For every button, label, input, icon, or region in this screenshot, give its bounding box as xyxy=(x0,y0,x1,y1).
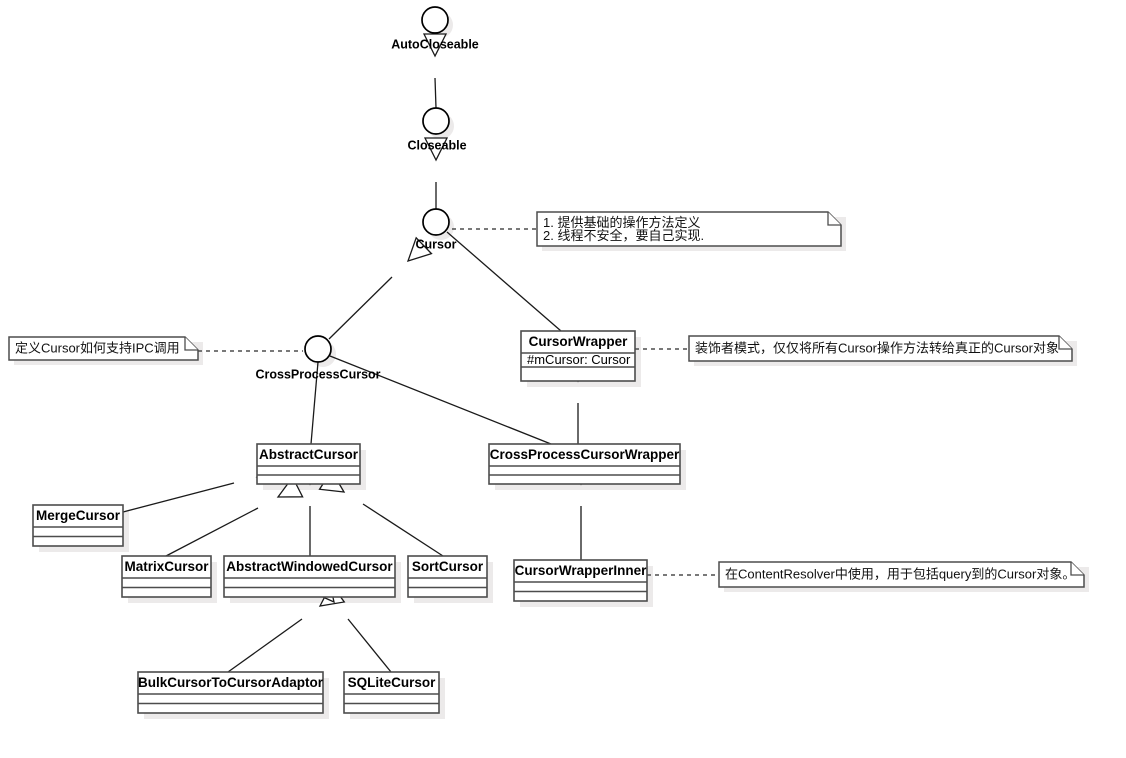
relation-matrixcursor-to-abstractcursor xyxy=(165,475,304,557)
inheritance-arrowhead xyxy=(423,137,449,162)
note-frame xyxy=(718,561,1085,588)
inheritance-arrowhead xyxy=(422,33,448,58)
class-box-cursor-wrapper[interactable]: CursorWrapper #mCursor: Cursor xyxy=(520,330,636,382)
class-name-label: BulkCursorToCursorAdaptor xyxy=(138,675,324,690)
note-fold-corner-icon xyxy=(1058,336,1072,350)
class-box-frame xyxy=(407,555,488,598)
class-box-abstract-cursor[interactable]: AbstractCursor xyxy=(256,443,361,485)
relation-crossprocesscursor-to-cursor xyxy=(328,236,433,340)
class-box-sqlite-cursor[interactable]: SQLiteCursor xyxy=(343,671,440,714)
class-box-frame xyxy=(343,671,440,714)
class-box-frame xyxy=(32,504,124,547)
note-frame xyxy=(8,336,199,361)
class-box-frame xyxy=(513,559,648,602)
class-name-label: SortCursor xyxy=(412,559,484,574)
class-name-label: AbstractCursor xyxy=(259,447,359,462)
class-name-label: CrossProcessCursorWrapper xyxy=(490,447,680,462)
interface-auto-closeable[interactable]: AutoCloseable xyxy=(391,6,479,51)
inheritance-arrowhead xyxy=(406,236,433,263)
note-note-cursor-wrapper-inner[interactable]: 在ContentResolver中使用，用于包括query到的Cursor对象。 xyxy=(718,561,1085,588)
relation-cursor-to-closeable xyxy=(423,137,449,209)
class-box-frame xyxy=(520,330,636,382)
note-note-cursor-wrapper[interactable]: 装饰者模式，仅仅将所有Cursor操作方法转给真正的Cursor对象 xyxy=(688,335,1073,362)
interface-circle-icon xyxy=(304,335,332,363)
class-name-label: MergeCursor xyxy=(36,508,121,523)
class-layer: CursorWrapper #mCursor: CursorAbstractCur… xyxy=(32,330,681,714)
interface-circle-icon xyxy=(421,6,449,34)
note-frame xyxy=(688,335,1073,362)
interface-circle-icon xyxy=(422,107,450,135)
interface-label: Cursor xyxy=(416,237,457,251)
note-text-line: 定义Cursor如何支持IPC调用 xyxy=(15,340,180,355)
class-box-frame xyxy=(223,555,396,598)
class-box-matrix-cursor[interactable]: MatrixCursor xyxy=(121,555,212,598)
class-box-frame xyxy=(121,555,212,598)
class-box-merge-cursor[interactable]: MergeCursor xyxy=(32,504,124,547)
class-box-cross-process-cursor-wrapper[interactable]: CrossProcessCursorWrapper xyxy=(488,443,681,485)
relation-crossprocesscursorwrapper-to-crossprocesscursor xyxy=(329,355,552,445)
class-box-bulk-cursor-to-cursor-adaptor[interactable]: BulkCursorToCursorAdaptor xyxy=(137,671,324,714)
interface-circle-icon xyxy=(422,208,450,236)
class-name-label: AbstractWindowedCursor xyxy=(226,559,393,574)
note-text-line: 1. 提供基础的操作方法定义 xyxy=(543,215,700,230)
interface-cursor[interactable]: Cursor xyxy=(416,208,457,251)
class-name-label: CursorWrapper xyxy=(529,334,629,349)
class-name-label: SQLiteCursor xyxy=(348,675,437,690)
interface-closeable[interactable]: Closeable xyxy=(407,107,467,152)
relation-abstractcursor-to-crossprocesscursor xyxy=(310,361,319,445)
note-link-layer xyxy=(198,228,719,576)
class-box-frame xyxy=(137,671,324,714)
interface-label: AutoCloseable xyxy=(391,37,479,51)
relation-closeable-to-autocloseable xyxy=(422,33,448,109)
interface-layer: AutoCloseableCloseableCursorCrossProcess… xyxy=(255,6,479,381)
class-box-frame xyxy=(256,443,361,485)
interface-cross-process-cursor[interactable]: CrossProcessCursor xyxy=(255,335,381,381)
relation-cursorwrapper-to-cursor xyxy=(446,231,562,332)
note-fold-corner-icon xyxy=(1070,562,1084,576)
inheritance-arrowhead xyxy=(276,475,304,498)
class-name-label: MatrixCursor xyxy=(124,559,209,574)
class-name-label: CursorWrapperInner xyxy=(515,563,648,578)
class-attribute: #mCursor: Cursor xyxy=(527,352,631,367)
class-box-cursor-wrapper-inner[interactable]: CursorWrapperInner xyxy=(513,559,648,602)
note-fold-corner-icon xyxy=(184,337,198,351)
note-frame xyxy=(536,211,842,247)
note-text-line: 在ContentResolver中使用，用于包括query到的Cursor对象。 xyxy=(725,566,1075,581)
class-box-frame xyxy=(488,443,681,485)
interface-label: CrossProcessCursor xyxy=(255,367,380,381)
note-text-line: 装饰者模式，仅仅将所有Cursor操作方法转给真正的Cursor对象 xyxy=(695,340,1059,355)
class-box-abstract-windowed-cursor[interactable]: AbstractWindowedCursor xyxy=(223,555,396,598)
note-text-line: 2. 线程不安全，要自己实现. xyxy=(543,228,704,243)
interface-label: Closeable xyxy=(407,138,466,152)
note-note-cross-process-cursor[interactable]: 定义Cursor如何支持IPC调用 xyxy=(8,336,199,361)
note-fold-corner-icon xyxy=(827,212,841,226)
class-box-sort-cursor[interactable]: SortCursor xyxy=(407,555,488,598)
